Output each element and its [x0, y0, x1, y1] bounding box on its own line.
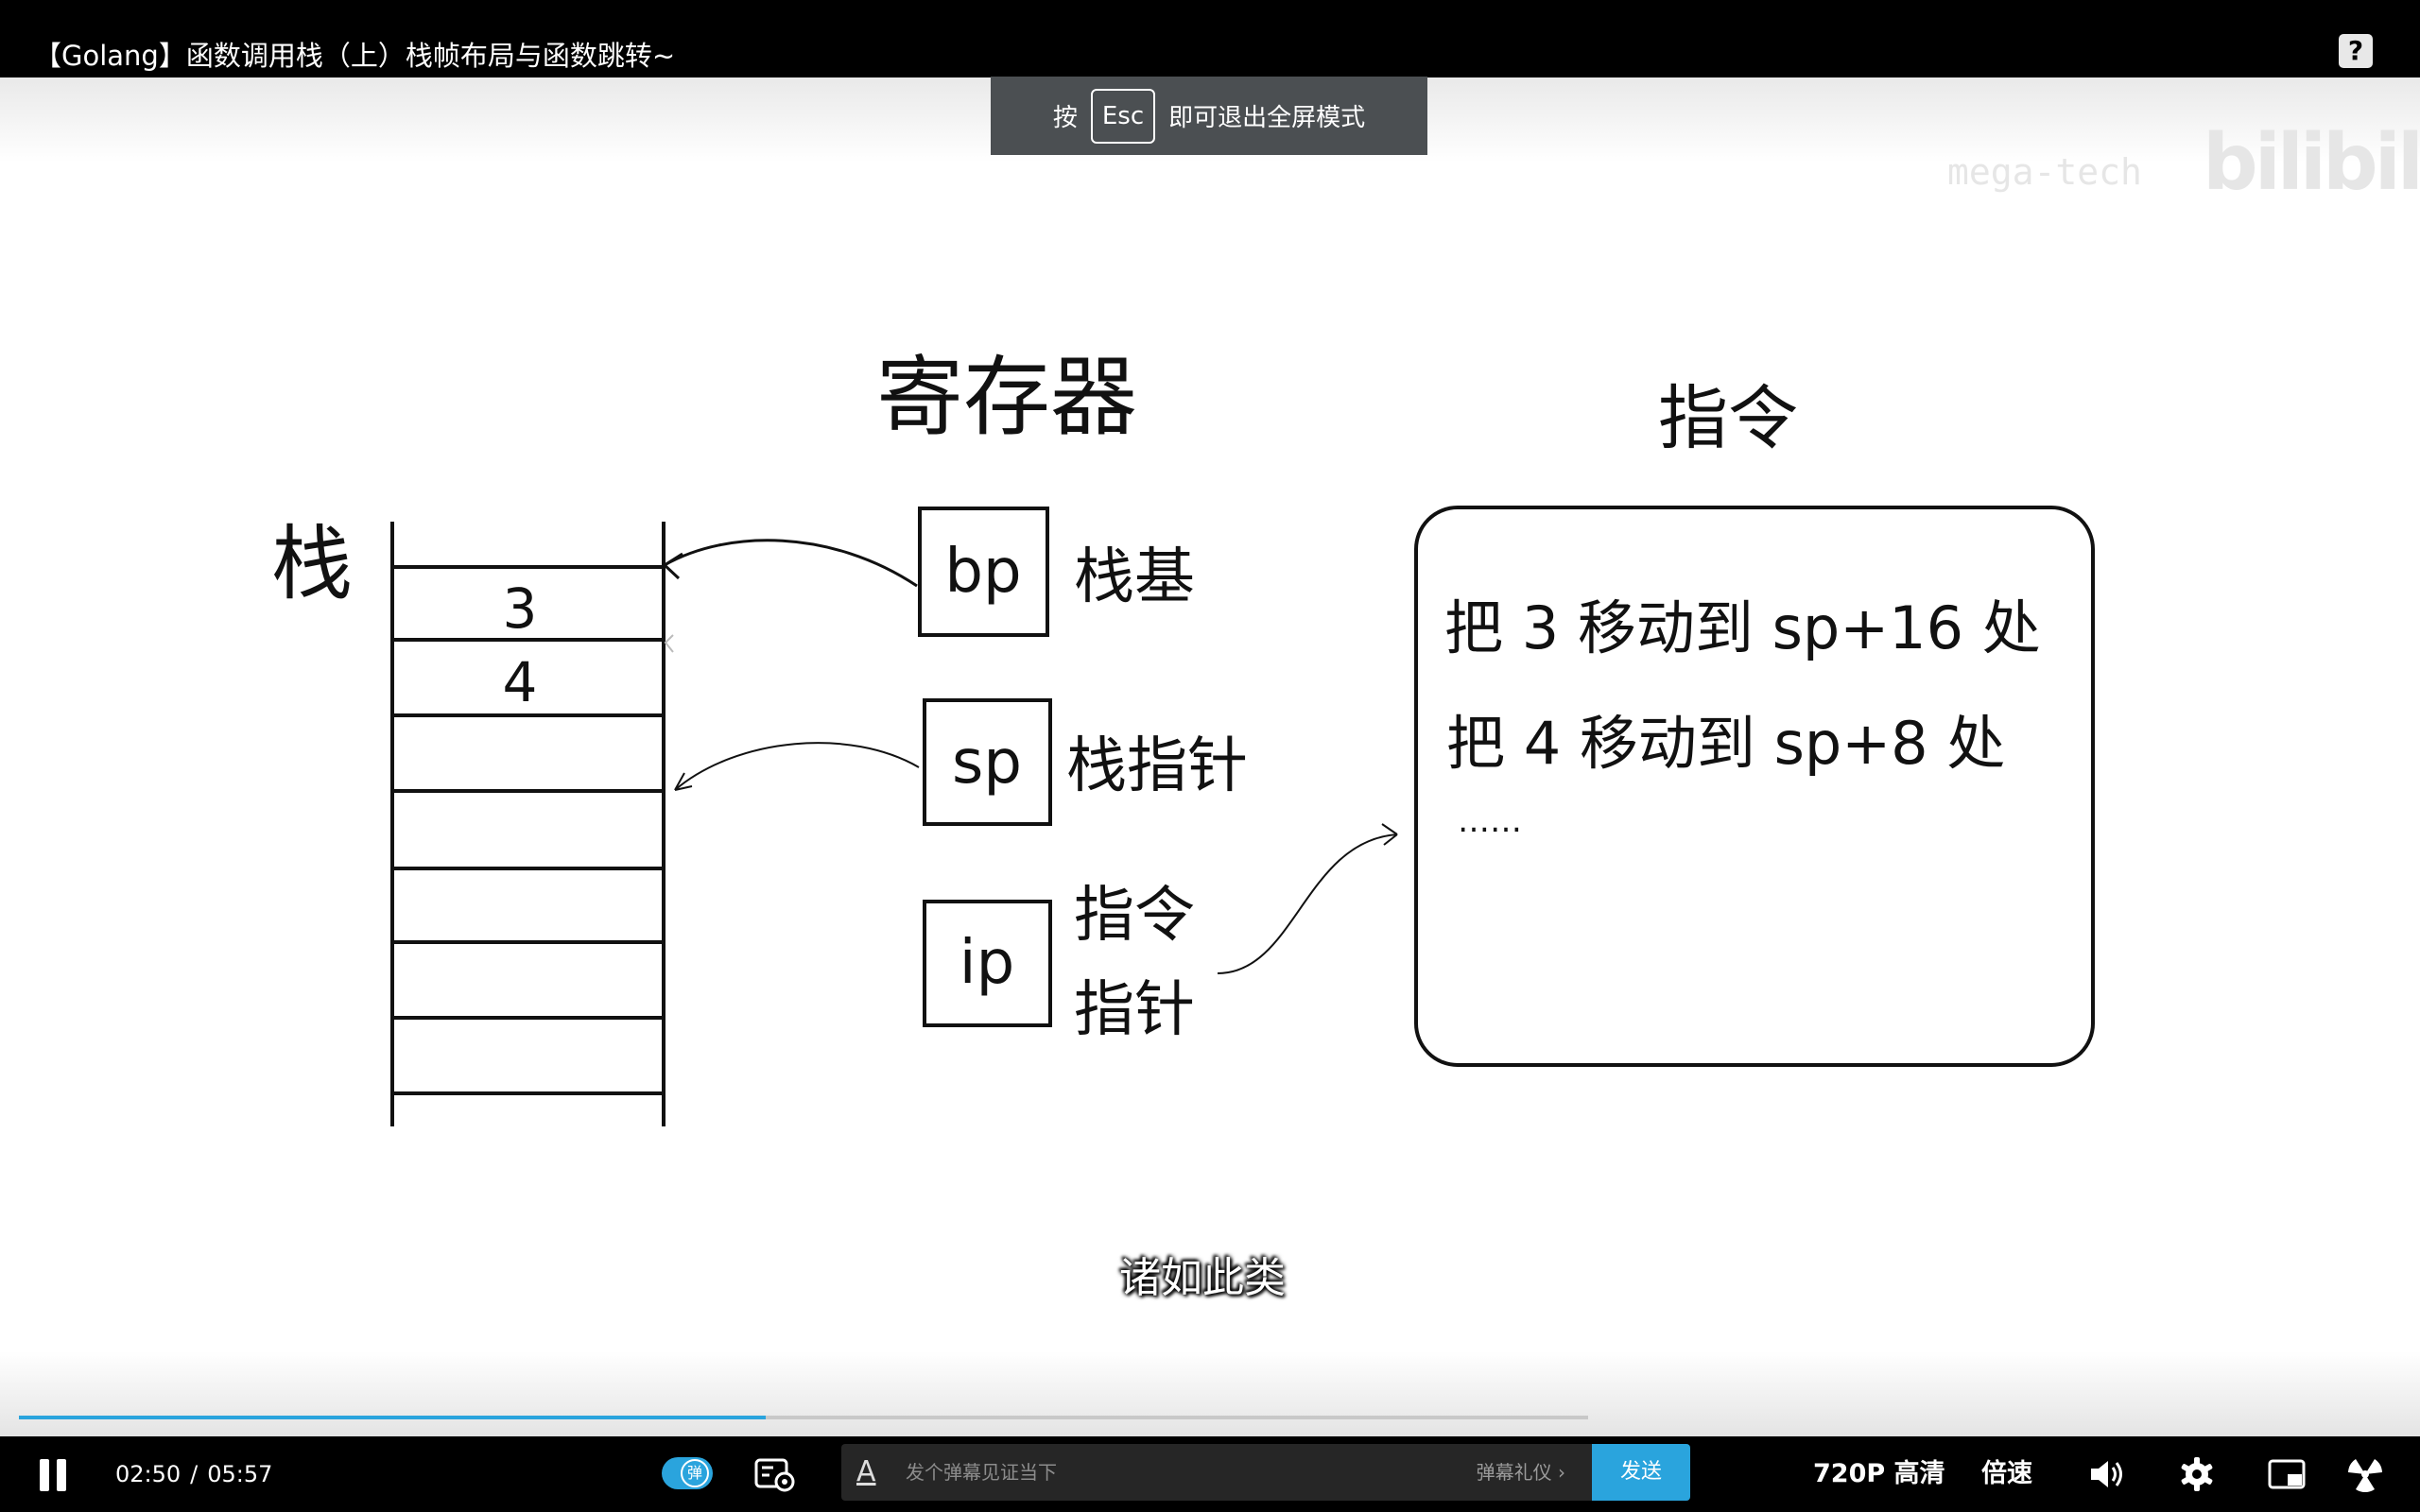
picture-in-picture-icon[interactable]: [2267, 1455, 2308, 1493]
registers-heading: 寄存器: [876, 347, 1137, 448]
player-controls: 02:50 / 05:57 弹 A 发个弹幕见证当下 弹幕礼仪 › 发送 720P …: [0, 1436, 2420, 1512]
current-time: 02:50: [115, 1461, 182, 1487]
time-display: 02:50 / 05:57: [115, 1455, 272, 1493]
danmaku-placeholder: 发个弹幕见证当下: [906, 1461, 1057, 1484]
instruction-line: ……: [1458, 802, 1522, 840]
instruction-line: 把 4 移动到 sp+8 处: [1446, 709, 2005, 778]
title-bar: 【Golang】函数调用栈（上）栈帧布局与函数跳转~ ?: [0, 0, 2420, 77]
quality-selector[interactable]: 720P 高清: [1813, 1459, 1945, 1488]
stack-diagram: [390, 522, 666, 1126]
progress-bar[interactable]: [19, 1416, 1588, 1419]
duration: 05:57: [207, 1461, 273, 1487]
esc-key-badge: Esc: [1090, 88, 1156, 144]
danmaku-style-icon[interactable]: A: [856, 1455, 876, 1488]
speed-selector[interactable]: 倍速: [1981, 1459, 2032, 1488]
instruction-box: [1414, 506, 2095, 1067]
volume-icon[interactable]: [2087, 1455, 2129, 1493]
danmaku-etiquette-link[interactable]: 弹幕礼仪 ›: [1476, 1461, 1565, 1484]
esc-hint-prefix: 按: [1052, 104, 1078, 132]
sp-register-box: [923, 698, 1052, 826]
progress-played: [19, 1416, 767, 1419]
help-icon[interactable]: ?: [2339, 34, 2373, 68]
bilibili-logo: bilibili: [2203, 118, 2420, 208]
danmaku-input[interactable]: A 发个弹幕见证当下 弹幕礼仪 ›: [841, 1444, 1592, 1501]
sp-register-desc: 栈指针: [1066, 731, 1248, 801]
pointer-arrows: [663, 539, 1398, 974]
sp-register-label: sp: [952, 728, 1022, 798]
stack-cell-value: 4: [503, 650, 538, 714]
settings-gear-icon[interactable]: [2176, 1455, 2218, 1493]
stack-label: 栈: [271, 517, 353, 611]
video-title: 【Golang】函数调用栈（上）栈帧布局与函数跳转~: [34, 40, 676, 72]
fullscreen-exit-icon[interactable]: [2344, 1455, 2386, 1493]
bp-register-box: [918, 507, 1049, 637]
time-separator: /: [190, 1461, 199, 1487]
bp-register-desc: 栈基: [1074, 542, 1195, 612]
channel-watermark: mega-tech: [1947, 151, 2142, 193]
ip-register-desc-line2: 指针: [1074, 975, 1195, 1045]
danmaku-toggle-label: 弹: [681, 1459, 709, 1487]
exit-fullscreen-hint: 按 Esc 即可退出全屏模式: [991, 77, 1427, 155]
esc-hint-suffix: 即可退出全屏模式: [1168, 104, 1366, 132]
instructions-heading: 指令: [1658, 378, 1798, 459]
bp-register-label: bp: [944, 537, 1021, 607]
ip-register-box: [923, 900, 1052, 1027]
ip-register-label: ip: [959, 928, 1014, 998]
video-subtitle: 诸如此类: [1119, 1254, 1286, 1302]
send-danmaku-button[interactable]: 发送: [1592, 1444, 1690, 1501]
stack-cell-value: 3: [503, 576, 538, 641]
ip-register-desc-line1: 指令: [1074, 881, 1195, 951]
pause-button[interactable]: [38, 1459, 68, 1491]
bottom-gradient: [0, 1351, 2420, 1436]
instruction-line: 把 3 移动到 sp+16 处: [1444, 593, 2041, 662]
danmaku-toggle[interactable]: 弹: [662, 1457, 713, 1489]
danmaku-settings-icon[interactable]: [754, 1455, 796, 1493]
